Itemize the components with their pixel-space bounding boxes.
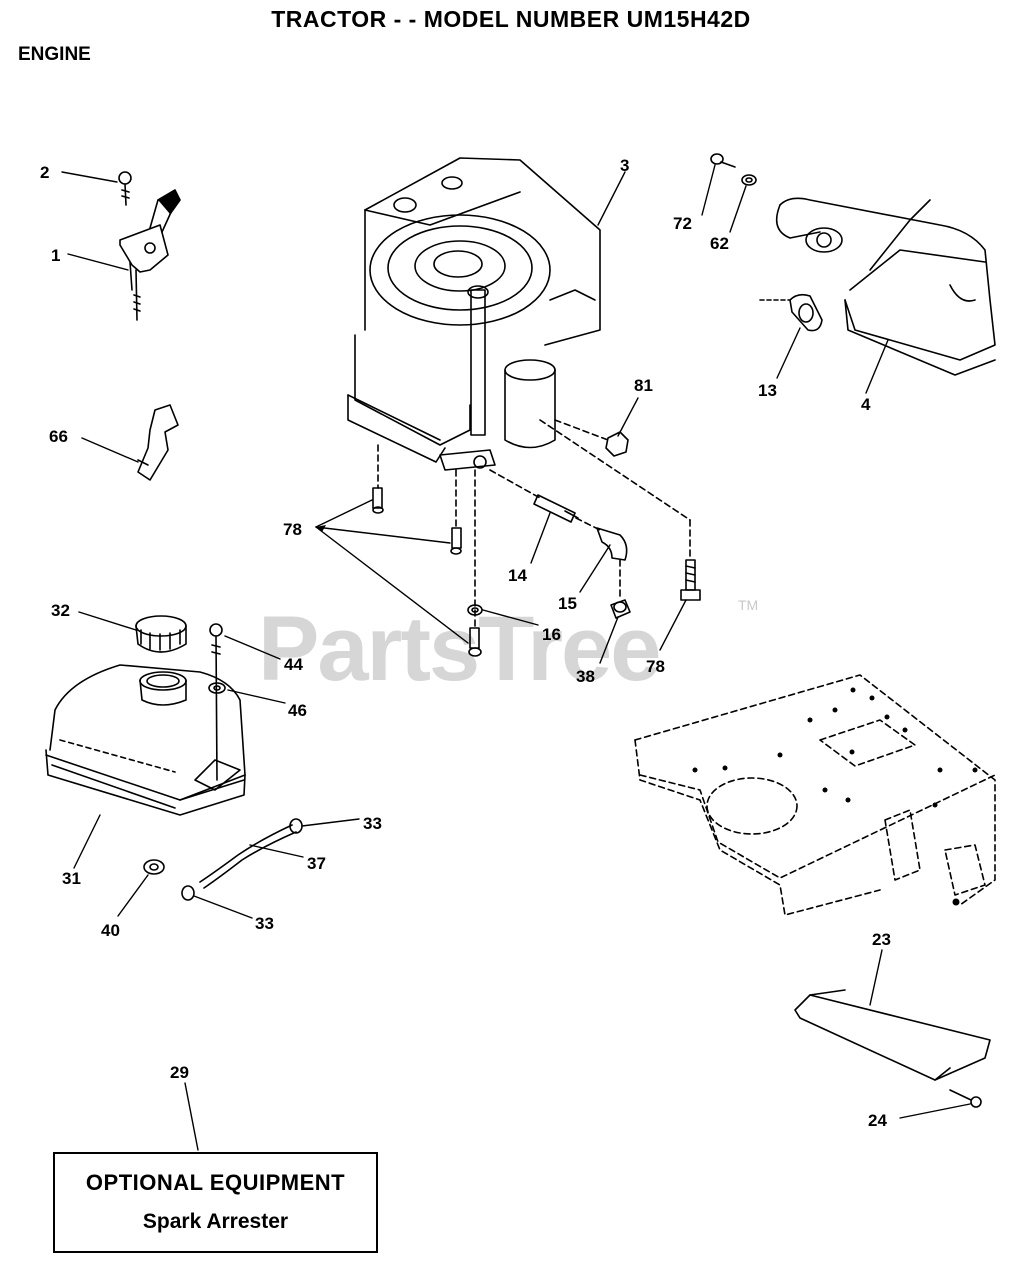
screw-part: [118, 171, 132, 206]
optional-equipment-item: Spark Arrester: [142, 1210, 289, 1233]
optional-equipment-box: OPTIONAL EQUIPMENT Spark Arrester: [53, 1152, 378, 1253]
callout-62: 62: [710, 234, 729, 253]
callout-38: 38: [576, 667, 595, 686]
engine-part: [347, 157, 601, 471]
callout-13: 13: [758, 381, 777, 400]
tank-washer-part: [208, 682, 226, 694]
callout-3: 3: [620, 156, 629, 175]
drain-cap-part: [610, 599, 631, 619]
callout-16: 16: [542, 625, 561, 644]
callout-23: 23: [872, 930, 891, 949]
washer-part: [741, 174, 757, 186]
engine-screw-part: [372, 487, 384, 514]
fuel-tank-part: [45, 664, 246, 816]
callout-72: 72: [673, 214, 692, 233]
callout-1: 1: [51, 246, 60, 265]
callout-33-top: 33: [363, 814, 382, 833]
callout-4: 4: [861, 395, 871, 414]
callout-31: 31: [62, 869, 81, 888]
oil-drain-elbow-part: [596, 527, 628, 561]
gasket-part: [789, 293, 823, 332]
callout-33-bottom: 33: [255, 914, 274, 933]
frame-holes: [692, 687, 978, 906]
fuel-line-part: [199, 824, 297, 889]
leader-arrowheads: [316, 525, 326, 532]
heat-shield-part: [794, 989, 991, 1081]
shield-screw-part: [949, 1089, 982, 1108]
hose-clamp-part: [289, 818, 303, 834]
callout-29: 29: [170, 1063, 189, 1082]
callout-24: 24: [868, 1111, 887, 1130]
callout-78-drain: 78: [646, 657, 665, 676]
throttle-control-part: [119, 189, 181, 321]
fuel-cap-part: [135, 615, 187, 653]
callout-15: 15: [558, 594, 577, 613]
callout-37: 37: [307, 854, 326, 873]
frame-outline: [634, 674, 996, 916]
callout-66: 66: [49, 427, 68, 446]
assembly-dashlines: [377, 419, 691, 629]
page-title: TRACTOR - - MODEL NUMBER UM15H42D: [271, 6, 751, 32]
watermark-tm: TM: [738, 597, 758, 613]
section-label: ENGINE: [18, 44, 91, 65]
tank-screw-part: [209, 623, 223, 781]
callout-14: 14: [508, 566, 527, 585]
exhaust-screw-part: [710, 153, 736, 168]
callout-81: 81: [634, 376, 653, 395]
callout-46: 46: [288, 701, 307, 720]
leader-lines: [61, 164, 971, 1151]
engine-screw-part: [680, 559, 701, 601]
oil-drain-extension-part: [533, 494, 579, 523]
callout-32: 32: [51, 601, 70, 620]
hose-clamp-part: [181, 885, 195, 901]
optional-equipment-heading: OPTIONAL EQUIPMENT: [85, 1170, 346, 1195]
muffler-part: [775, 197, 996, 376]
nut-part: [605, 431, 629, 457]
callout-44: 44: [284, 655, 303, 674]
callout-78-engine: 78: [283, 520, 302, 539]
engine-screw-part: [450, 527, 462, 555]
grommet-part: [143, 859, 165, 875]
callout-2: 2: [40, 163, 49, 182]
callout-40: 40: [101, 921, 120, 940]
engine-screw-part: [468, 627, 482, 657]
watermark-text: PartsTree: [258, 598, 659, 700]
bracket-part: [137, 404, 179, 481]
